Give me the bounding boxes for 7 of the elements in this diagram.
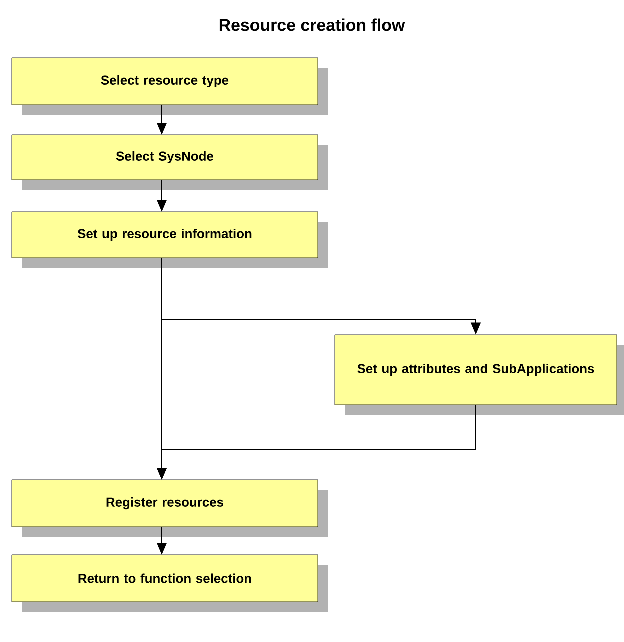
process-box: Register resources: [12, 480, 328, 537]
process-box: Select SysNode: [12, 134, 328, 190]
process-box: Select resource type: [12, 58, 328, 115]
title: Resource creation flow: [220, 18, 406, 32]
process-box: Return to function selection: [12, 554, 328, 612]
process-box: Set up attributes and SubApplications: [334, 334, 624, 415]
process-box: Set up resource information: [12, 212, 328, 268]
